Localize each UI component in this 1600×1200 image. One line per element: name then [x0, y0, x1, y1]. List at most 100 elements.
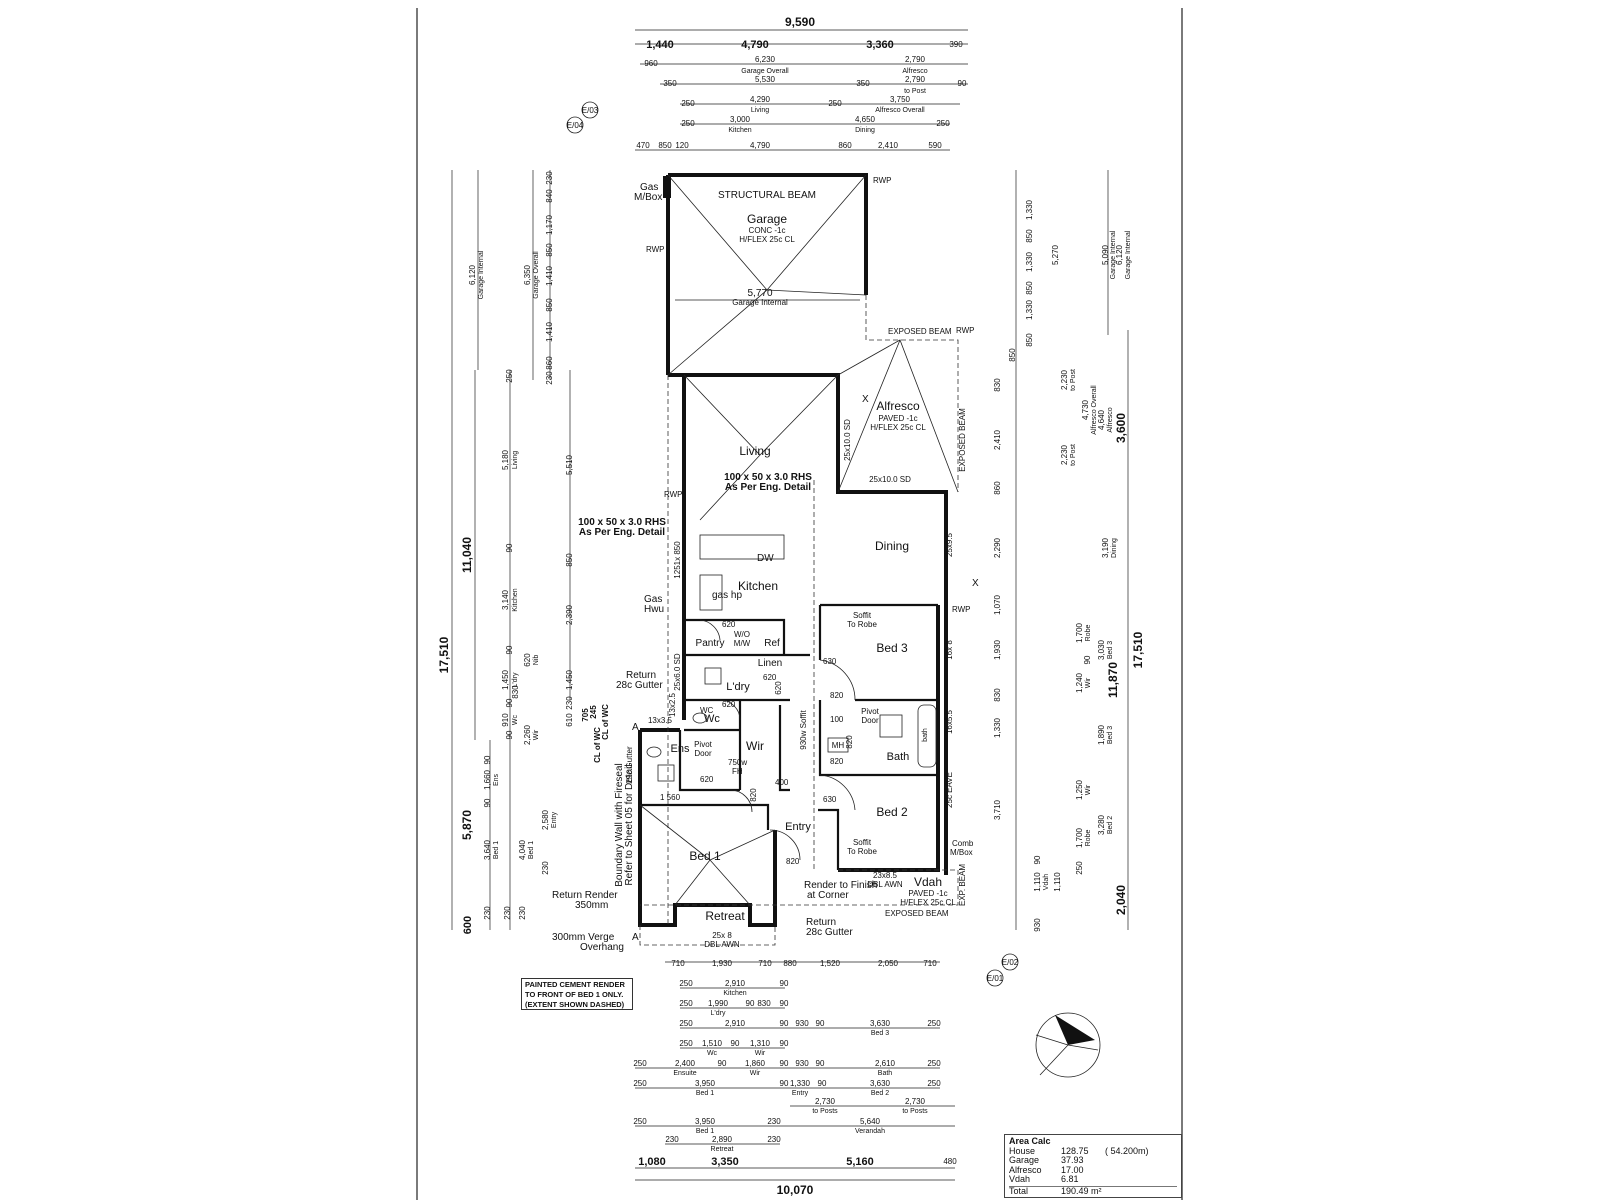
- dim-rg-1330a: 1,330: [1025, 199, 1034, 220]
- entry-label: Entry: [785, 821, 811, 833]
- area-row-garage: Garage 37.93: [1009, 1155, 1177, 1166]
- dim-lbt-3: 230: [518, 906, 527, 920]
- dim-left-garage-overall: 6,350: [523, 264, 532, 285]
- dim-lg-2: 840: [545, 189, 554, 203]
- area-value: 17.00: [1061, 1164, 1084, 1175]
- dim-960: 960: [644, 59, 658, 68]
- dim-top-3: 3,360: [866, 39, 894, 51]
- dim-bottom-overall: 10,070: [777, 1183, 814, 1197]
- wc-label: Wc: [704, 713, 720, 725]
- boundary-wall-note2: Refer to Sheet 05 for Detail: [624, 764, 635, 885]
- bottom-dimensions: 710 1,930 710 880 1,520 2,050 710 250 2,…: [633, 959, 957, 1197]
- door-820c: 820: [786, 857, 800, 866]
- dim-rd-1: 3,190: [1101, 537, 1110, 558]
- return-28c-note2: 28c Gutter: [806, 927, 853, 938]
- fh-label: 750w: [728, 758, 747, 767]
- ref-label: Ref: [764, 638, 780, 649]
- elev-e02: E/02: [1002, 958, 1019, 967]
- area-value: 37.93: [1061, 1155, 1084, 1165]
- dim-rd-2: Dining: [1111, 538, 1118, 558]
- exp-beam: EXP. BEAM: [958, 864, 967, 906]
- boundary-wall-note: Boundary Wall with Fireseal: [614, 763, 625, 887]
- dim-br6-2: 2,730: [905, 1097, 926, 1106]
- dim-lb3: 2,580: [541, 809, 550, 830]
- dim-lb3-lbl: Entry: [551, 811, 558, 828]
- dim-ll-250: 250: [505, 369, 514, 383]
- dim-br4-0: 250: [633, 1059, 647, 1068]
- soffit-bed3-2: To Robe: [847, 620, 877, 629]
- dim-lm-10: 2,260: [523, 724, 532, 745]
- pivot-door-label: Pivot: [861, 707, 880, 716]
- right-dimensions: 17,510 11,870 3,600 2,040 5,090 6,120 Ga…: [993, 170, 1145, 932]
- dim-rr-9: 3,710: [993, 799, 1002, 820]
- alfresco-label: Alfresco: [876, 399, 920, 413]
- dim-kitchen-label: Kitchen: [728, 127, 751, 134]
- window-dbl-awn1b: DBL AWN: [867, 880, 903, 889]
- dim-br3-1: 1,510: [702, 1039, 723, 1048]
- return-gutter-label: Return: [626, 670, 656, 681]
- dim-b1-2: 710: [758, 959, 772, 968]
- dim-lm-8: 910: [501, 713, 510, 727]
- dim-rb2-1: 1,250: [1075, 779, 1084, 800]
- dim-rv-6: 250: [1075, 861, 1084, 875]
- dim-br4-9: Ensuite: [673, 1070, 696, 1077]
- structural-beam-label: STRUCTURAL BEAM: [718, 190, 816, 201]
- render-note-box: PAINTED CEMENT RENDER TO FRONT OF BED 1 …: [521, 978, 633, 1010]
- door-620e: 620: [774, 681, 783, 695]
- dim-l-850: 850: [565, 553, 574, 567]
- dim-left-garage-lbl: Garage Internal: [478, 250, 485, 299]
- dim-lm-4: 620: [523, 653, 532, 667]
- dim-rr-6: 1,930: [993, 639, 1002, 660]
- dim-1560: 1 560: [660, 793, 681, 802]
- dim-br5-5: 3,630: [870, 1079, 891, 1088]
- dim-top-2: 4,790: [741, 39, 769, 51]
- dim-250b: 250: [828, 99, 842, 108]
- dim-br1-2: 90: [746, 999, 755, 1008]
- dim-lm-11: Wir: [533, 729, 540, 740]
- gutter-29c: 29c Gutter: [625, 746, 634, 784]
- dim-lg-3: 1,170: [545, 214, 554, 235]
- dim-br4-1: 2,400: [675, 1059, 696, 1068]
- dim-rg-1330c: 1,330: [1025, 299, 1034, 320]
- pivot-door-label2: Door: [861, 716, 879, 725]
- dim-br3-0: 250: [679, 1039, 693, 1048]
- window-sd3: 25x6.0 SD: [673, 653, 682, 691]
- dim-lm-6: 90: [505, 698, 514, 707]
- area-value: 6.81: [1061, 1174, 1079, 1184]
- dim-4650: 4,650: [855, 115, 876, 124]
- dim-cl-wc2: CL of WC: [601, 704, 610, 740]
- wir-label: Wir: [746, 739, 764, 753]
- render-corner-note2: at Corner: [807, 890, 849, 901]
- window-dbl-awn2b: DBL AWN: [704, 940, 740, 949]
- dim-lm-13: 1,660: [483, 769, 492, 790]
- return-render-note: Return Render: [552, 890, 618, 901]
- door-820a: 820: [830, 691, 844, 700]
- dim-ll-living: Living: [512, 451, 519, 469]
- dim-350a: 350: [663, 79, 677, 88]
- dim-right-3600: 3,600: [1114, 413, 1128, 443]
- door-620d: 620: [700, 775, 714, 784]
- dim-br2-4: 90: [816, 1019, 825, 1028]
- dim-b1-0: 710: [671, 959, 685, 968]
- window-w5: 1251x 850: [673, 541, 682, 579]
- retreat-label: Retreat: [705, 909, 745, 923]
- dim-br5-6: 250: [927, 1079, 941, 1088]
- dim-120: 120: [675, 141, 689, 150]
- section-a-bottom: A: [632, 932, 639, 943]
- north-arrow-icon: [1035, 1012, 1101, 1078]
- dim-lwc-230: 230: [565, 696, 574, 710]
- dim-rg-6120: 6,120: [1115, 244, 1124, 265]
- window-sd2: 25x10.0 SD: [869, 475, 911, 484]
- dim-br6-0: 2,730: [815, 1097, 836, 1106]
- exposed-beam-right: EXPOSED BEAM: [958, 408, 967, 472]
- garage-internal-label: Garage Internal: [732, 298, 788, 307]
- gas-mbox-label2: M/Box: [634, 192, 662, 203]
- section-a-top: A: [632, 722, 639, 733]
- dim-lwc-245: 245: [589, 705, 598, 719]
- gas-hwu-label: Gas: [644, 594, 662, 605]
- dim-rrb-8: 1,890: [1097, 724, 1106, 745]
- dim-lm-2: L'dry: [512, 672, 519, 687]
- dim-rrb-6: 1,240: [1075, 672, 1084, 693]
- return-gutter-label2: 28c Gutter: [616, 680, 663, 691]
- dim-garage-overall-label: Garage Overall: [741, 68, 789, 75]
